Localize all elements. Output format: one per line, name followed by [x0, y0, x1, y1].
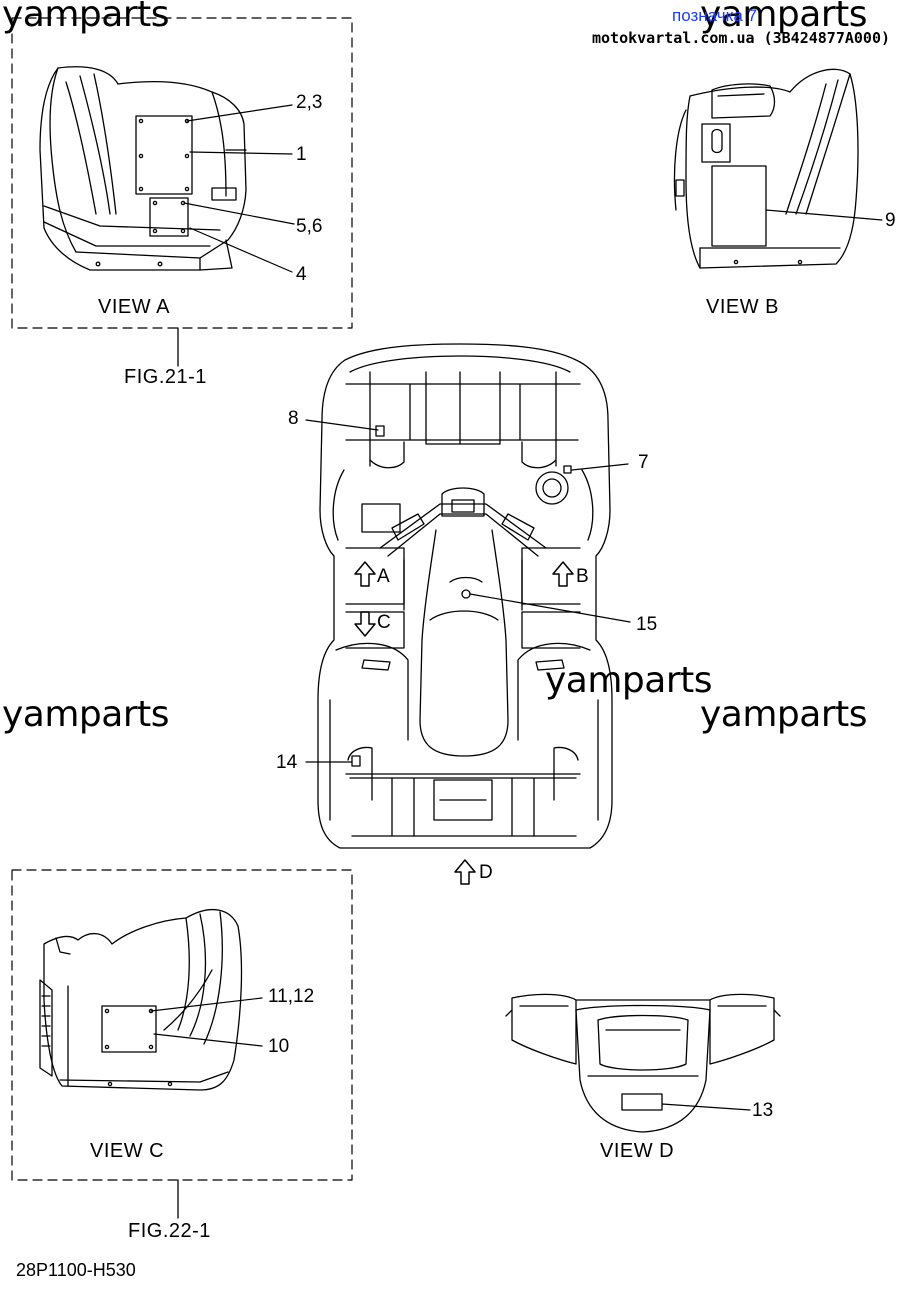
fig21-label: FIG.21-1	[124, 366, 207, 388]
view-b-fender	[673, 68, 859, 269]
callout-15: 15	[636, 614, 658, 635]
watermark-center: yamparts	[545, 660, 713, 701]
view-c-fender	[39, 908, 243, 1091]
arrow-d-label: D	[479, 862, 493, 883]
view-c-leaders	[150, 997, 263, 1047]
callout-5-6: 5,6	[296, 216, 323, 237]
arrow-b-label: B	[576, 566, 589, 587]
view-b-leader	[765, 209, 883, 221]
arrow-c-icon	[354, 611, 376, 637]
diagram-code: 28P1100-H530	[16, 1260, 136, 1280]
source-text: motokvartal.com.ua (3B424877A000)	[592, 29, 891, 47]
view-b-title: VIEW B	[706, 296, 780, 318]
watermark-top-left: yamparts	[2, 0, 170, 35]
label-7-link[interactable]: позначка 7	[672, 6, 758, 25]
view-c-title: VIEW C	[90, 1140, 165, 1162]
watermark-top-right: yamparts	[700, 0, 868, 35]
view-a-leaders	[183, 104, 295, 273]
center-leaders	[305, 419, 631, 763]
view-d-title: VIEW D	[600, 1140, 675, 1162]
arrow-d-icon	[454, 859, 476, 885]
callout-1: 1	[296, 144, 307, 165]
callout-14: 14	[276, 752, 298, 773]
view-a-title: VIEW A	[98, 296, 170, 318]
watermark-left: yamparts	[2, 694, 170, 735]
arrow-c-label: C	[377, 612, 391, 633]
callout-11-12: 11,12	[268, 986, 315, 1007]
callout-7: 7	[638, 452, 649, 473]
atv-top-view	[317, 343, 613, 849]
arrow-b-icon	[552, 561, 574, 587]
watermark-right: yamparts	[700, 694, 868, 735]
view-d-leader	[661, 1103, 751, 1111]
callout-8: 8	[288, 408, 299, 429]
arrow-a-icon	[354, 561, 376, 587]
view-a-fender	[39, 66, 247, 271]
callout-2-3: 2,3	[296, 92, 323, 113]
view-d-rear	[505, 993, 781, 1133]
callout-10: 10	[268, 1036, 290, 1057]
callout-13: 13	[752, 1100, 774, 1121]
view-c-frame	[11, 869, 353, 1181]
view-a-frame	[11, 17, 353, 329]
callout-4: 4	[296, 264, 307, 285]
callout-9: 9	[885, 210, 896, 231]
fig22-label: FIG.22-1	[128, 1220, 211, 1242]
arrow-a-label: A	[377, 566, 390, 587]
